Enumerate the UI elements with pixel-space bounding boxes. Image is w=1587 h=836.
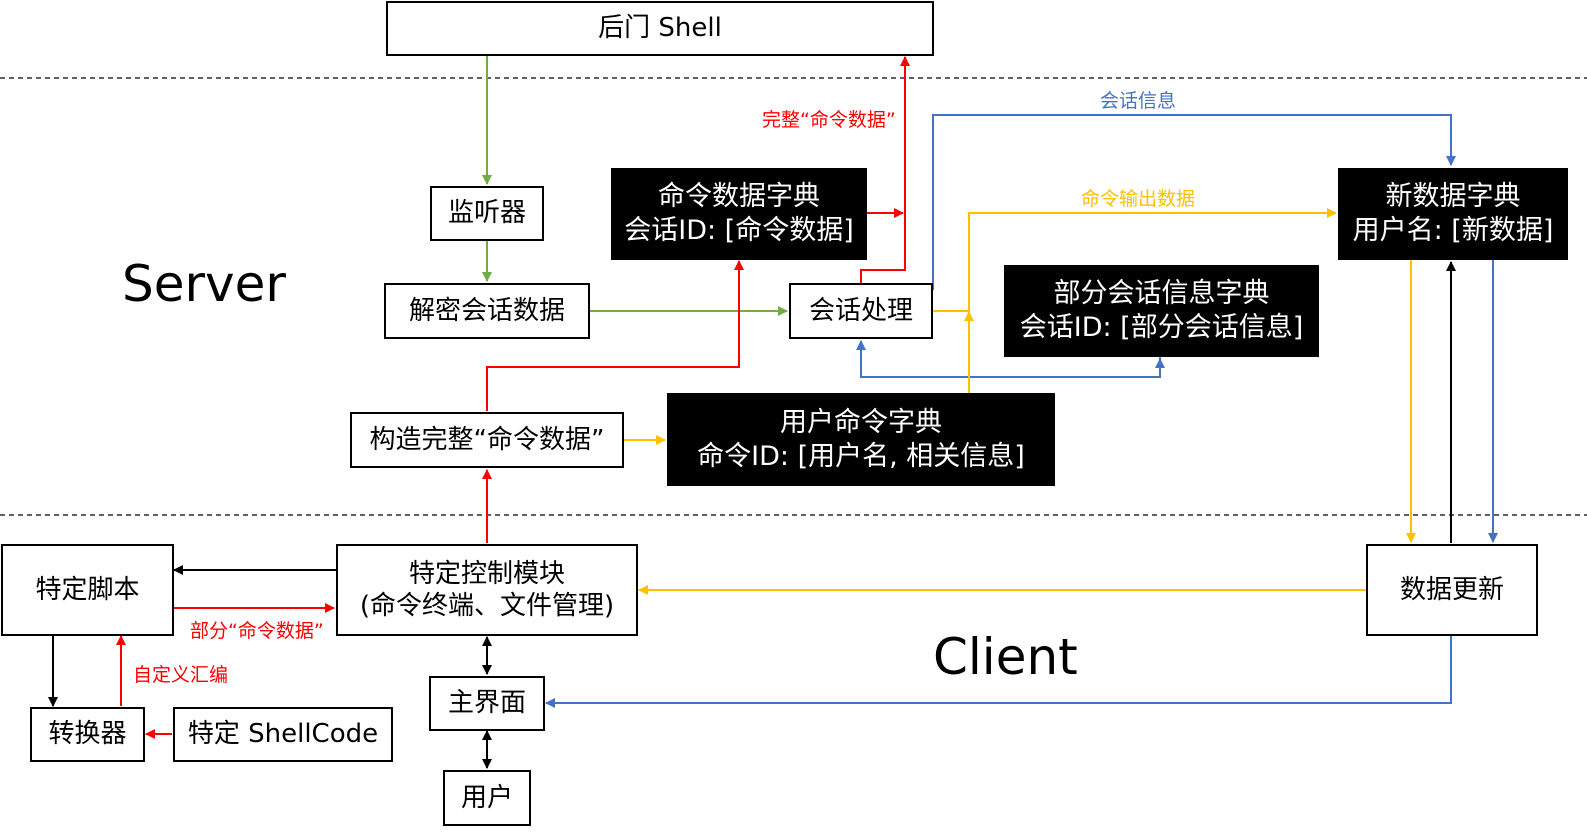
partial-session-dict-title: 部分会话信息字典 xyxy=(1053,278,1270,310)
build-full-command-node: 构造完整“命令数据” xyxy=(350,412,624,468)
label-command-output-data: 命令输出数据 xyxy=(1081,188,1196,210)
specific-script-node: 特定脚本 xyxy=(1,544,174,636)
control-module-line1: 特定控制模块 xyxy=(408,558,565,589)
partial-session-dict-schema: 会话ID: [部分会话信息] xyxy=(1019,312,1304,343)
command-data-dict-title: 命令数据字典 xyxy=(658,181,820,213)
edge-output-to-new-dict xyxy=(933,208,1337,312)
user-label: 用户 xyxy=(460,782,513,813)
backdoor-shell-label: 后门 Shell xyxy=(598,13,722,44)
specific-script-label: 特定脚本 xyxy=(35,574,140,605)
edge-session-info-to-new-dict xyxy=(932,114,1456,290)
decrypt-session-data-label: 解密会话数据 xyxy=(408,295,565,326)
data-update-label: 数据更新 xyxy=(1399,574,1504,605)
listener-label: 监听器 xyxy=(447,198,526,229)
backdoor-shell-node: 后门 Shell xyxy=(386,1,934,56)
client-zone-label: Client xyxy=(933,628,1078,686)
listener-node: 监听器 xyxy=(430,186,544,241)
new-data-dict-schema: 用户名: [新数据] xyxy=(1352,215,1554,246)
user-command-dict-schema: 命令ID: [用户名, 相关信息] xyxy=(697,440,1025,472)
main-ui-label: 主界面 xyxy=(447,688,526,719)
new-data-dict-title: 新数据字典 xyxy=(1385,181,1521,213)
user-command-dict-node: 用户命令字典 命令ID: [用户名, 相关信息] xyxy=(667,393,1055,486)
converter-label: 转换器 xyxy=(48,719,127,750)
converter-node: 转换器 xyxy=(30,707,145,762)
edge-build-to-command-dict xyxy=(486,260,744,411)
edge-session-to-shell xyxy=(860,56,910,283)
main-ui-node: 主界面 xyxy=(429,676,545,731)
session-handling-node: 会话处理 xyxy=(789,283,933,339)
user-command-dict-title: 用户命令字典 xyxy=(780,406,942,438)
decrypt-session-data-node: 解密会话数据 xyxy=(384,283,590,339)
edge-update-to-main-ui xyxy=(545,636,1452,708)
user-node: 用户 xyxy=(443,770,531,826)
label-full-command-data: 完整“命令数据” xyxy=(762,109,896,131)
command-data-dict-node: 命令数据字典 会话ID: [命令数据] xyxy=(611,168,867,260)
control-module-node: 特定控制模块 (命令终端、文件管理) xyxy=(336,544,638,636)
specific-shellcode-label: 特定 ShellCode xyxy=(187,719,379,750)
new-data-dict-node: 新数据字典 用户名: [新数据] xyxy=(1338,168,1568,260)
label-session-info: 会话信息 xyxy=(1100,90,1177,112)
command-data-dict-schema: 会话ID: [命令数据] xyxy=(624,215,854,246)
partial-session-dict-node: 部分会话信息字典 会话ID: [部分会话信息] xyxy=(1004,265,1319,357)
data-update-node: 数据更新 xyxy=(1366,544,1538,636)
server-zone-label: Server xyxy=(122,255,286,313)
specific-shellcode-node: 特定 ShellCode xyxy=(173,707,393,762)
session-handling-label: 会话处理 xyxy=(808,295,913,326)
label-partial-command-data: 部分“命令数据” xyxy=(190,620,324,642)
label-custom-assembly: 自定义汇编 xyxy=(133,664,229,686)
control-module-line2: (命令终端、文件管理) xyxy=(359,591,615,621)
build-full-command-label: 构造完整“命令数据” xyxy=(369,424,605,455)
